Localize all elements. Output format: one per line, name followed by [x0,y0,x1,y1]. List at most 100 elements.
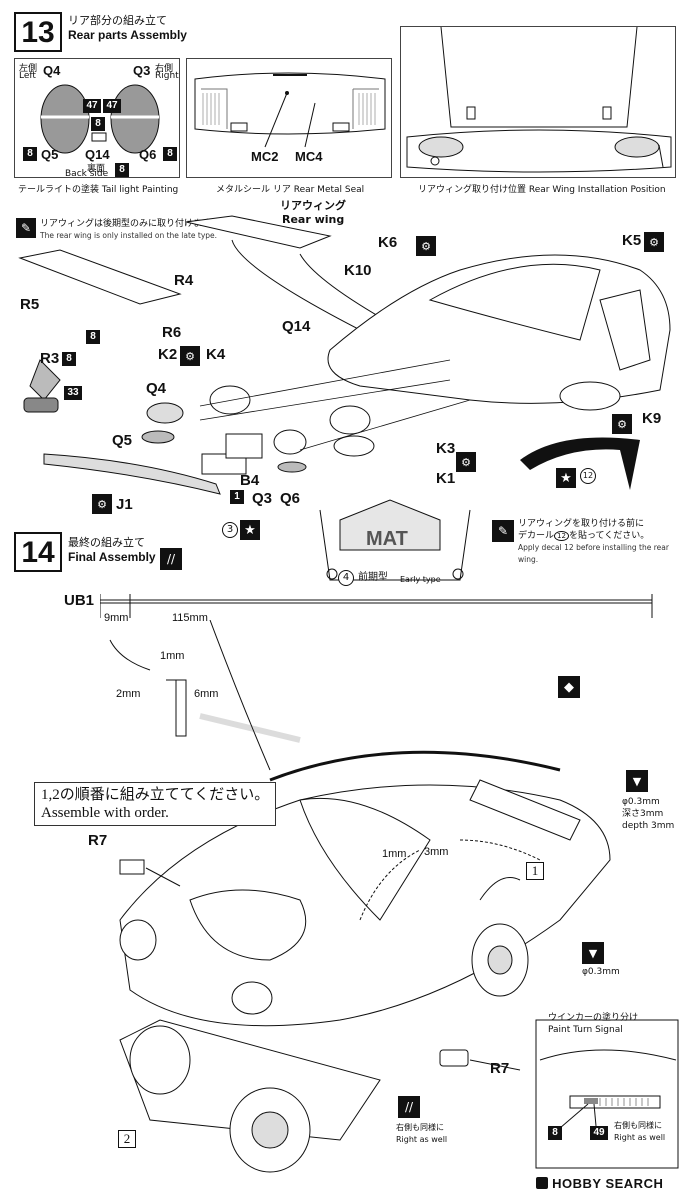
tail-right-jp: 右側 [155,64,174,74]
brush-icon-2: ✎ [492,520,514,542]
tail-left-part: Q4 [43,63,61,78]
drill-icon-a: ▼ [626,770,648,792]
part-q3: Q3 [252,490,273,507]
order-note-jp: 1,2の順番に組み立ててください。 [41,787,270,803]
turn-same-note: 右側も同様に Right as well [614,1120,665,1144]
same-right-en: Right as well [396,1135,448,1144]
glue-icon-k6: ⚙ [416,236,436,256]
step-13-number: 13 [14,12,62,52]
color-8-r3: 8 [62,352,76,366]
part-q5: Q5 [112,432,133,449]
color-8-back: 8 [115,163,129,177]
assembly-order-note: 1,2の順番に組み立ててください。 Assemble with order. [34,782,277,826]
color-8-q5: 8 [23,147,37,161]
tail-right-en: Right [155,71,179,81]
wing-position-caption: リアウィング取り付け位置 Rear Wing Installation Posi… [418,185,666,195]
part-q14: Q14 [282,318,311,335]
part-r4: R4 [174,272,194,289]
step13-exploded-drawing [18,215,671,581]
metal-seal-drawing [194,72,386,148]
part-q4: Q4 [146,380,167,397]
decal-star-icon-3: ★ [240,520,260,540]
part-k2: K2 [158,346,178,363]
part-k6: K6 [378,234,398,251]
watermark-logo-icon [536,1177,548,1189]
step-13-title: リア部分の組み立て Rear parts Assembly [68,14,187,42]
color-8-r5: 8 [86,330,100,344]
seal-mc4: MC4 [295,149,323,164]
glue-icon-k2: ⚙ [180,346,200,366]
order-2: 2 [118,1130,136,1148]
tail-right-part: Q3 [133,63,151,78]
color-8-top: 8 [91,117,105,131]
glue-icon-k9: ⚙ [612,414,632,434]
turn-signal-title-jp: ウインカーの塗り分け [548,1013,639,1023]
part-k3: K3 [436,440,456,457]
part-b4: B4 [240,472,260,489]
part-k5: K5 [622,232,642,249]
drill-a-dia: φ0.3mm [622,797,660,807]
tail-left-jp: 左側 [19,64,38,74]
color-1-b4: 1 [230,490,244,504]
drill-a-note: φ0.3mm 深さ3mm depth 3mm [622,796,674,832]
part-k4: K4 [206,346,226,363]
color-47-left: 47 [83,99,101,113]
seal-mc2: MC2 [251,149,279,164]
color-33-r3: 33 [64,386,82,400]
decal-star-icon-12: ★ [556,468,576,488]
part-r3: R3 [40,350,60,367]
brush-icon: ✎ [16,218,36,238]
decal-3: 3 [222,522,238,538]
metal-seal-panel: MC2 MC4 [186,58,392,178]
turn-same-jp: 右側も同様に [614,1121,662,1130]
early-type-en: Early type [400,575,441,584]
step-14-title-jp: 最終の組み立て [68,536,145,549]
drill-a-depth-jp: 深さ3mm [622,809,664,819]
glue-icon-k5: ⚙ [644,232,664,252]
dim-9mm: 9mm [104,612,129,624]
drill-a-depth-en: depth 3mm [622,821,675,831]
wing-note: リアウィングは後期型のみに取り付けます。 The rear wing is on… [40,218,220,242]
tail-q6: Q6 [139,147,157,162]
tail-light-caption: テールライトの塗装 Tail light Painting [18,185,179,195]
decal-12: 12 [580,468,596,484]
dim-1mm-b: 1mm [382,848,407,860]
step14-drawing [109,620,679,1173]
part-k1: K1 [436,470,456,487]
decal-note-en: Apply decal 12 before installing the rea… [518,543,669,564]
part-q6: Q6 [280,490,301,507]
turn-signal-title-en: Paint Turn Signal [548,1025,623,1035]
wing-position-drawing [406,27,672,173]
dim-3mm: 3mm [424,846,449,858]
same-right-note: 右側も同様に Right as well [396,1122,447,1146]
drill-icon-b: ▼ [582,942,604,964]
part-r7-top: R7 [88,832,108,849]
decal-4: 4 [338,570,354,586]
cut-icon: // [160,548,182,570]
tail-back-en: Back side [65,169,109,179]
dim-2mm: 2mm [116,688,141,700]
tail-left-en: Left [19,71,36,81]
tail-q14: Q14 [85,147,110,162]
metal-seal-caption: メタルシール リア Rear Metal Seal [216,185,365,195]
part-r6: R6 [162,324,182,341]
tail-back-jp: 裏面 [87,164,106,174]
turn-color-49: 49 [590,1126,608,1140]
same-right-jp: 右側も同様に [396,1123,444,1132]
rear-wing-title-en: Rear wing [282,213,345,226]
part-k10: K10 [344,262,372,279]
ub1-label: UB1 [64,592,95,609]
tail-q5: Q5 [41,147,59,162]
part-r7-bottom: R7 [490,1060,510,1077]
decal-note-jp1: リアウィングを取り付ける前に [518,519,645,529]
part-k9: K9 [642,410,662,427]
wing-position-panel [400,26,676,178]
wing-note-en: The rear wing is only installed on the l… [40,231,218,240]
color-8-q6: 8 [163,147,177,161]
step-13-title-en: Rear parts Assembly [68,28,187,42]
glue-icon-j1: ⚙ [92,494,112,514]
dim-1mm: 1mm [160,650,185,662]
part-r5: R5 [20,296,40,313]
